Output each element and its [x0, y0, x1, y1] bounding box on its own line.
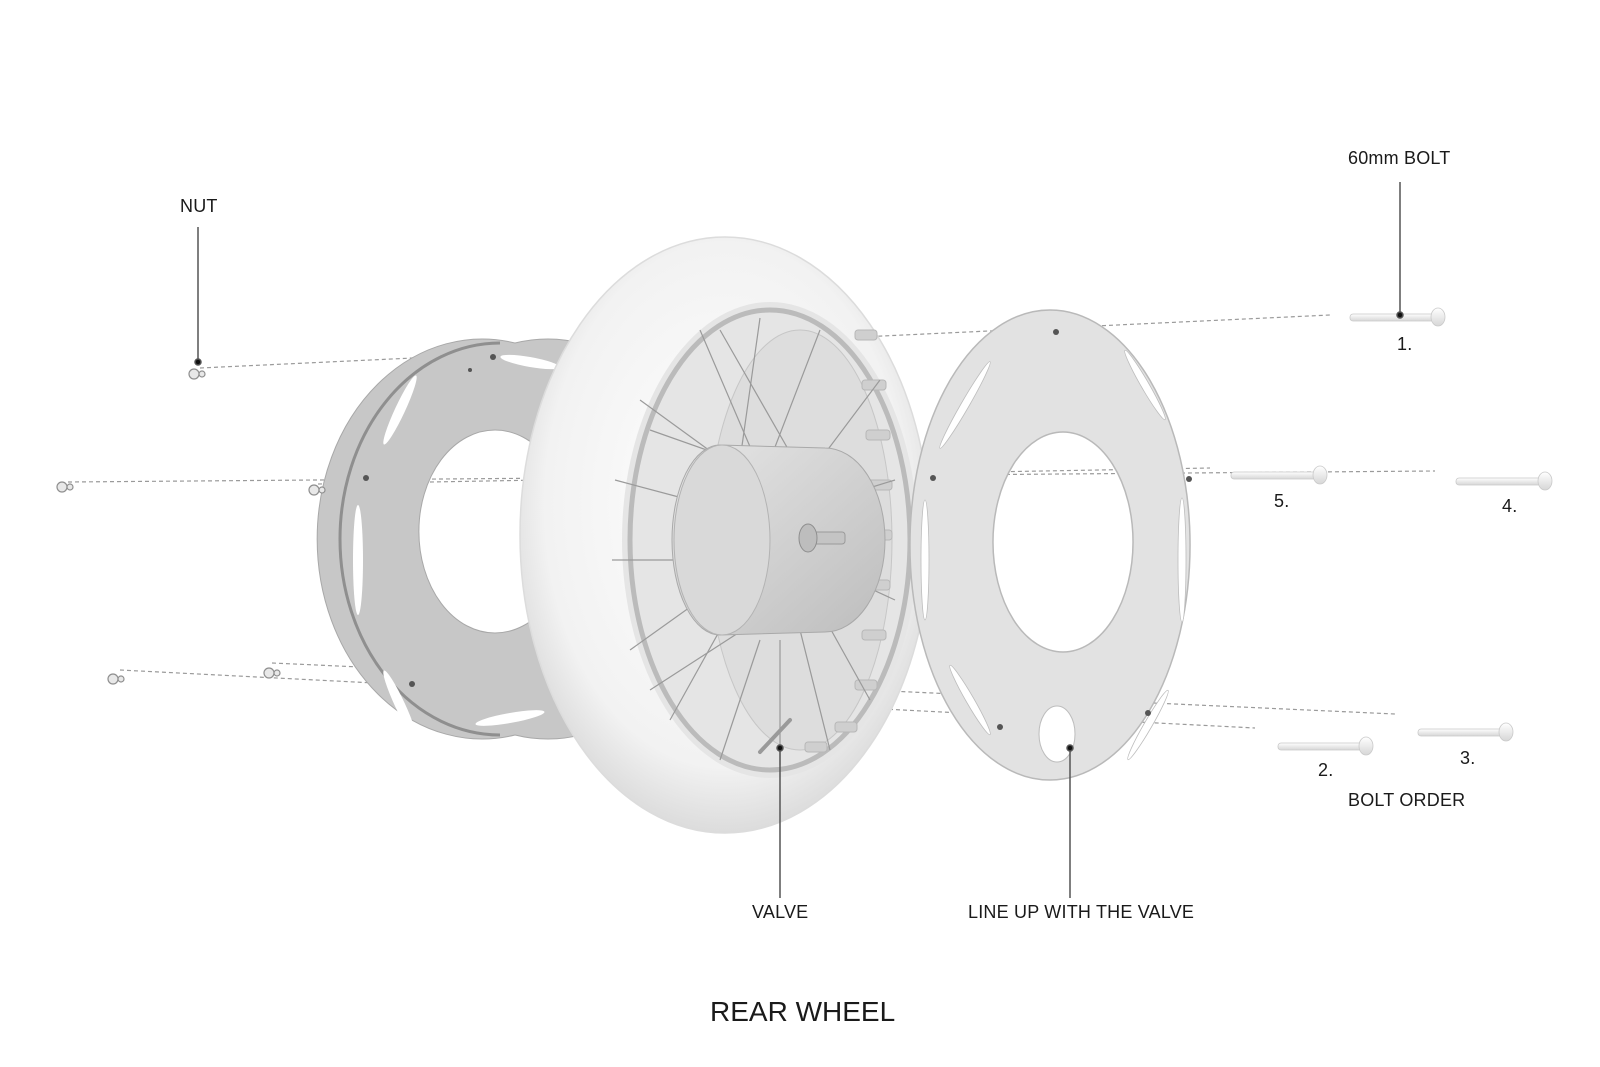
bolt-3 [1417, 722, 1514, 742]
bolt-2 [1277, 736, 1374, 756]
bolt-1 [1349, 307, 1446, 327]
bolt-number-5: 5. [1274, 491, 1290, 511]
bolt-label: 60mm BOLT [1348, 148, 1451, 168]
nut-5 [308, 484, 326, 496]
bolts [1230, 307, 1553, 756]
front-plate [909, 309, 1192, 781]
back-plate-holes [363, 354, 496, 687]
nut-4 [56, 481, 74, 493]
bolt-number-1: 1. [1397, 334, 1413, 354]
hub-motor-face [673, 444, 771, 636]
back-plate-slots [353, 354, 560, 740]
axle-nut [798, 523, 818, 553]
bolt-number-2: 2. [1318, 760, 1334, 780]
bolt-order-label: BOLT ORDER [1348, 790, 1466, 810]
guide-line-4 [67, 470, 1436, 483]
bolt-number-4: 4. [1502, 496, 1518, 516]
diagram-title: REAR WHEEL [710, 996, 896, 1027]
nut-3 [263, 667, 281, 679]
bolt-5 [1230, 465, 1328, 485]
valve-label: VALVE [752, 902, 809, 922]
leader-lines [194, 182, 1404, 898]
guide-line-5 [317, 467, 1211, 485]
front-plate-slots [920, 349, 1187, 761]
back-plate-edge [338, 341, 501, 737]
bolt-4 [1455, 471, 1553, 491]
front-plate-holes [930, 329, 1192, 730]
nuts [56, 368, 326, 685]
valve-cutout [1038, 705, 1076, 763]
bolt-number-3: 3. [1460, 748, 1476, 768]
nut-2 [107, 673, 125, 685]
nut-1 [188, 368, 206, 380]
front-plate-ring [909, 309, 1191, 781]
line-up-label: LINE UP WITH THE VALVE [968, 902, 1195, 922]
nut-label: NUT [180, 196, 218, 216]
valve-stem [758, 718, 792, 754]
wheel-assembly [519, 236, 931, 834]
